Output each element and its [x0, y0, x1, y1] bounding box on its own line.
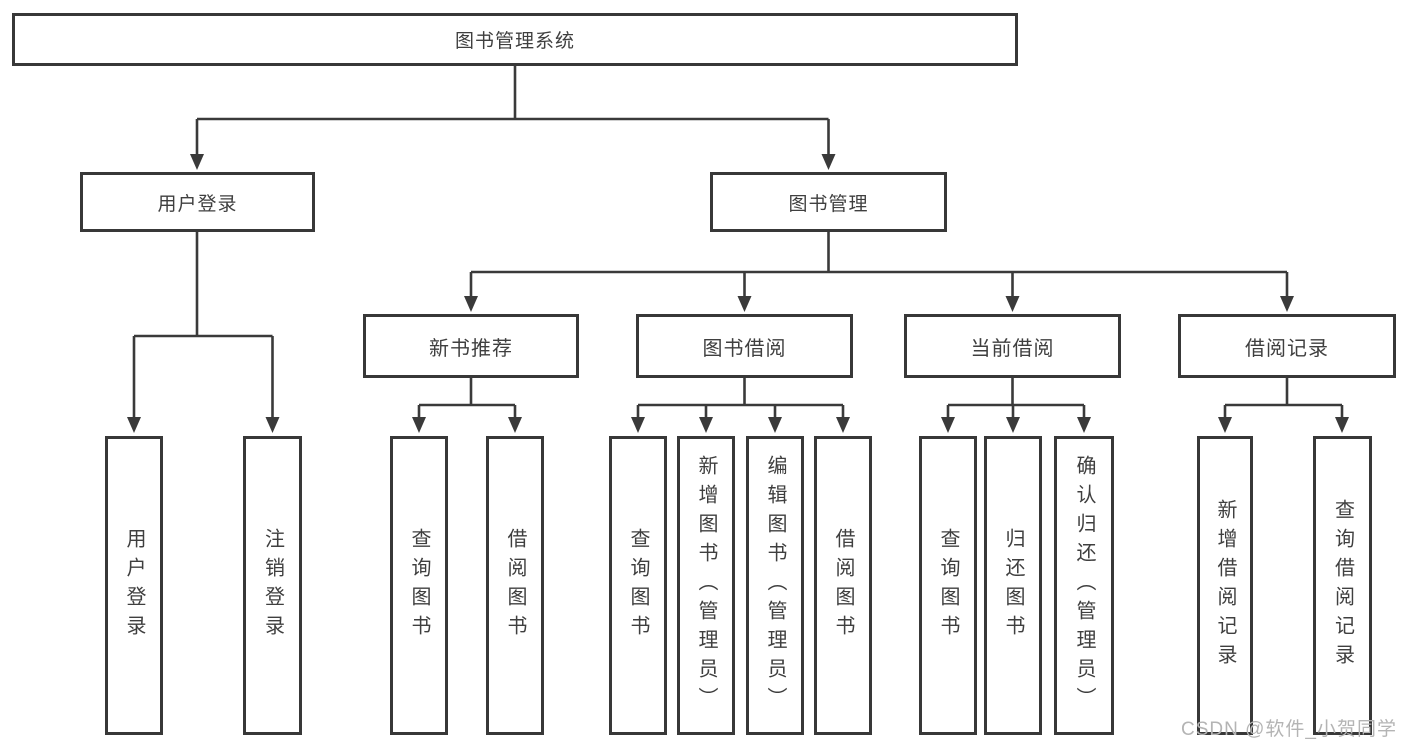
node-user-login-label: 用户登录	[157, 193, 238, 215]
node-new-book-recommend: 新书推荐	[363, 314, 579, 378]
leaf-query-borrow-record: 查询借阅记录	[1313, 436, 1372, 735]
leaf-user-login-label: 用户登录	[123, 527, 145, 644]
leaf-return-books-label: 归还图书	[1002, 527, 1024, 644]
leaf-query-books-current-label: 查询图书	[937, 527, 959, 644]
leaf-add-book-admin: 新增图书（管理员）	[677, 436, 735, 735]
leaf-query-books-current: 查询图书	[919, 436, 977, 735]
leaf-query-borrow-record-label: 查询借阅记录	[1331, 498, 1354, 673]
node-new-book-recommend-label: 新书推荐	[429, 337, 513, 360]
node-borrow-records: 借阅记录	[1178, 314, 1396, 378]
node-book-borrow-label: 图书借阅	[702, 337, 787, 360]
leaf-user-login: 用户登录	[105, 436, 163, 735]
leaf-confirm-return-admin: 确认归还（管理员）	[1054, 436, 1114, 735]
leaf-borrow-books-borrow-label: 借阅图书	[832, 527, 854, 644]
leaf-borrow-books-borrow: 借阅图书	[814, 436, 872, 735]
node-book-management-label: 图书管理	[788, 193, 869, 215]
node-book-borrow: 图书借阅	[636, 314, 853, 378]
arrowheads	[127, 154, 1349, 433]
leaf-query-books-borrow-label: 查询图书	[627, 527, 649, 644]
leaf-borrow-books-newbook: 借阅图书	[486, 436, 544, 735]
node-user-login: 用户登录	[80, 172, 315, 232]
node-current-borrow: 当前借阅	[904, 314, 1121, 378]
leaf-add-borrow-record-label: 新增借阅记录	[1214, 498, 1236, 673]
node-book-management: 图书管理	[710, 172, 947, 232]
leaf-logout-label: 注销登录	[261, 527, 284, 644]
leaf-confirm-return-admin-label: 确认归还（管理员）	[1073, 455, 1095, 716]
leaf-return-books: 归还图书	[984, 436, 1042, 735]
watermark: CSDN @软件_小贺同学	[1181, 719, 1397, 740]
node-current-borrow-label: 当前借阅	[970, 337, 1055, 360]
leaf-add-borrow-record: 新增借阅记录	[1197, 436, 1253, 735]
leaf-logout: 注销登录	[243, 436, 302, 735]
leaf-edit-book-admin: 编辑图书（管理员）	[746, 436, 804, 735]
node-root-label: 图书管理系统	[454, 31, 575, 52]
leaf-query-books-newbook: 查询图书	[390, 436, 448, 735]
leaf-edit-book-admin-label: 编辑图书（管理员）	[764, 455, 786, 716]
leaf-query-books-newbook-label: 查询图书	[408, 527, 430, 644]
leaf-query-books-borrow: 查询图书	[609, 436, 667, 735]
leaf-add-book-admin-label: 新增图书（管理员）	[695, 455, 717, 716]
node-borrow-records-label: 借阅记录	[1245, 337, 1329, 360]
leaf-borrow-books-newbook-label: 借阅图书	[504, 527, 526, 644]
node-root: 图书管理系统	[12, 13, 1018, 66]
